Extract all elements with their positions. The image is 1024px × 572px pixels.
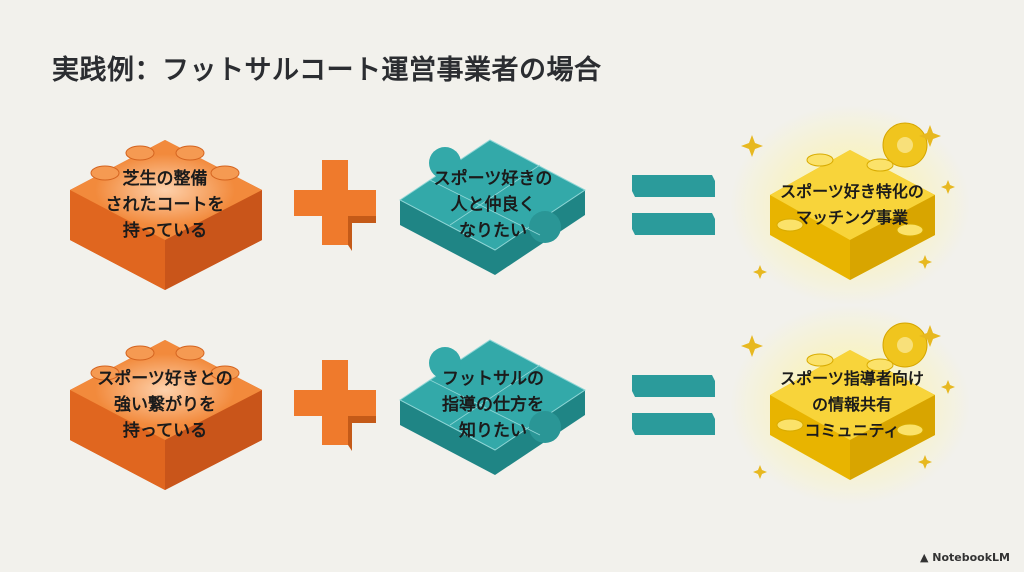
- need-label: フットサルの 指導の仕方を 知りたい: [442, 369, 544, 441]
- sparkle-icon: [741, 125, 955, 279]
- slide-title: 実践例：フットサルコート運営事業者の場合: [52, 55, 602, 86]
- plus-icon: [294, 160, 376, 251]
- equation-row: [70, 305, 970, 505]
- watermark-text: NotebookLM: [932, 551, 1010, 564]
- equation-row: [70, 105, 970, 305]
- result-label: スポーツ指導者向け の情報共有 コミュニティ: [780, 369, 924, 440]
- asset-label: 芝生の整備 されたコートを 持っている: [105, 169, 225, 241]
- equals-icon: [632, 375, 715, 435]
- gold-brick-cluster-icon: [730, 105, 970, 305]
- plus-icon: [294, 360, 376, 451]
- puzzle-piece-icon: [399, 339, 586, 475]
- notebooklm-watermark: ▲ NotebookLM: [919, 551, 1010, 564]
- puzzle-piece-icon: [399, 139, 586, 275]
- orange-brick-icon: [70, 140, 262, 290]
- gold-brick-cluster-icon: [730, 305, 970, 505]
- result-label: スポーツ好き特化の マッチング事業: [780, 182, 924, 227]
- orange-brick-icon: [70, 340, 262, 490]
- need-label: スポーツ好きの 人と仲良く なりたい: [433, 169, 553, 241]
- equals-icon: [632, 175, 715, 235]
- sparkle-icon: [741, 325, 955, 479]
- asset-label: スポーツ好きとの 強い繋がりを 持っている: [97, 369, 233, 441]
